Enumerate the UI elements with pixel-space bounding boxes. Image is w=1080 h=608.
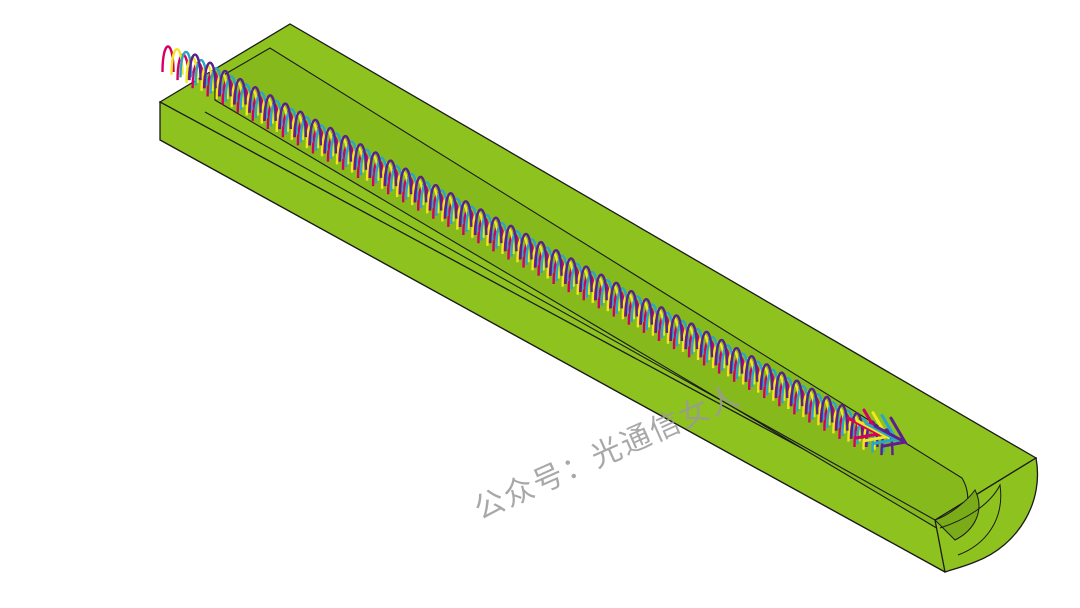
- fiber-end-face: [934, 456, 1039, 573]
- arrow-heads: [846, 408, 909, 448]
- arrow-right-icon: [846, 408, 882, 440]
- arrow-right-icon: [864, 413, 900, 445]
- fiber-end-arc: [939, 483, 1002, 556]
- groove-edge: [204, 111, 936, 521]
- fiber-end-inner: [934, 489, 980, 541]
- arrow-right-icon: [873, 416, 909, 448]
- bit-stream-2: [179, 51, 885, 453]
- arrow-right-icon: [855, 411, 891, 443]
- watermark-text: 公众号：光通信女人: [469, 378, 746, 527]
- bit-streams: [161, 45, 894, 456]
- bit-stream-3: [188, 53, 894, 456]
- groove-edge-upper: [159, 139, 946, 573]
